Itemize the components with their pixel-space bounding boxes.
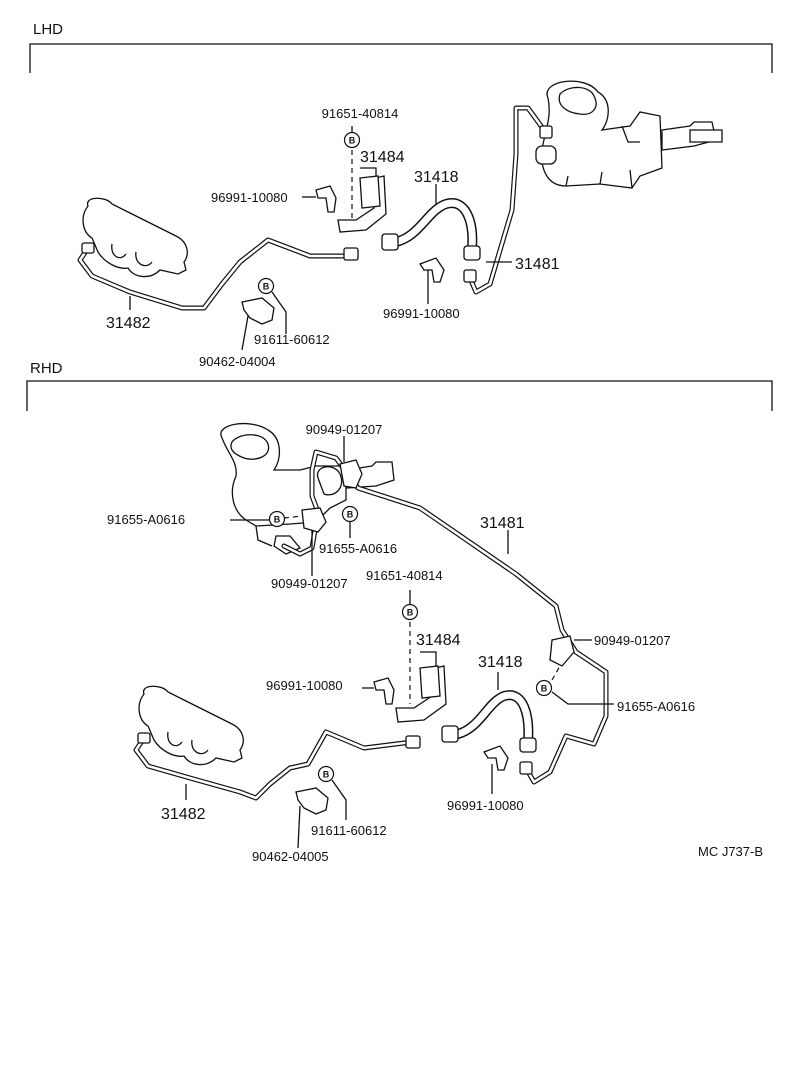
svg-text:B: B <box>407 608 414 618</box>
rhd-label-pipe-left: 31482 <box>161 806 206 823</box>
rhd-clamp <box>295 787 329 815</box>
rhd-section-title: RHD <box>30 360 63 377</box>
lhd-badge-top: B <box>343 131 361 149</box>
svg-text:B: B <box>274 515 281 525</box>
lhd-clutch-release-cylinder <box>82 197 188 278</box>
lhd-label-pipe-right: 31481 <box>515 256 560 273</box>
rhd-clutch-release-cylinder <box>138 685 244 766</box>
lhd-clutch-master-cylinder <box>535 80 723 189</box>
lhd-label-bolt-top: 91651-40814 <box>322 106 399 121</box>
lhd-clip-left <box>315 185 337 213</box>
rhd-label-clip-right: 96991-10080 <box>447 798 524 813</box>
lhd-pipe-fitting-master <box>539 125 553 139</box>
rhd-pipe-fitting-hose <box>519 761 533 775</box>
rhd-clip-right <box>483 745 509 771</box>
rhd-hose-end-left <box>441 725 459 743</box>
rhd-union-top <box>339 459 363 489</box>
rhd-badge-top: B <box>401 603 419 621</box>
rhd-label-clip-left: 96991-10080 <box>266 678 343 693</box>
rhd-label-bolt-left: 91655-A0616 <box>107 512 185 527</box>
rhd-label-pipe-right: 31481 <box>480 515 525 532</box>
rhd-clip-left <box>373 677 395 705</box>
lhd-label-clip-right: 96991-10080 <box>383 306 460 321</box>
rhd-badge-right: B <box>535 679 553 697</box>
svg-text:B: B <box>347 510 354 520</box>
rhd-label-bracket: 31484 <box>416 632 461 649</box>
lhd-clamp <box>241 297 275 325</box>
rhd-hose-end-right <box>519 737 537 753</box>
rhd-pipe-fitting-cylinder <box>137 732 151 744</box>
lhd-label-bracket: 31484 <box>360 149 405 166</box>
rhd-bolt-leader-right <box>551 665 561 681</box>
lhd-label-clip-left: 96991-10080 <box>211 190 288 205</box>
svg-text:B: B <box>349 136 356 146</box>
lhd-section-bracket <box>29 43 773 73</box>
svg-text:B: B <box>541 684 548 694</box>
rhd-label-union-bolt-top: 90949-01207 <box>306 422 383 437</box>
lhd-label-bolt-bottom: 91611-60612 <box>254 332 330 347</box>
rhd-label-bolt-bottom: 91611-60612 <box>311 823 387 838</box>
rhd-label-union-bolt-bottom: 90949-01207 <box>271 576 348 591</box>
lhd-hose-bracket <box>337 175 387 233</box>
rhd-badge-bottom: B <box>317 765 335 783</box>
rhd-bolt-leader-left <box>283 515 303 519</box>
lhd-hose-end-left <box>381 233 399 251</box>
lhd-label-pipe-left: 31482 <box>106 315 151 332</box>
rhd-section-bracket <box>26 380 773 411</box>
rhd-section: RHD <box>26 360 773 864</box>
rhd-union-bottom <box>301 507 327 533</box>
lhd-section: LHD <box>29 21 773 369</box>
rhd-label-hose: 31418 <box>478 654 523 671</box>
lhd-pipe-fitting-hose <box>463 269 477 283</box>
rhd-label-clamp: 90462-04005 <box>252 849 329 864</box>
rhd-badge-center: B <box>341 505 359 523</box>
lhd-section-title: LHD <box>33 21 63 38</box>
figure-code: MC J737-B <box>698 844 763 859</box>
lhd-pipe-fitting-cylinder <box>81 242 95 254</box>
rhd-pipe-fitting-left <box>405 735 421 749</box>
rhd-union-right <box>549 635 575 667</box>
lhd-label-clamp: 90462-04004 <box>199 354 276 369</box>
rhd-badge-left: B <box>268 510 286 528</box>
rhd-label-bolt-top: 91651-40814 <box>366 568 443 583</box>
lhd-clip-right <box>419 257 445 283</box>
rhd-label-bolt-center: 91655-A0616 <box>319 541 397 556</box>
svg-text:B: B <box>323 770 330 780</box>
rhd-label-union-bolt-right: 90949-01207 <box>594 633 671 648</box>
lhd-hose-end-right <box>463 245 481 261</box>
rhd-hose-bracket <box>395 665 447 723</box>
rhd-label-bolt-right: 91655-A0616 <box>617 699 695 714</box>
lhd-badge-bottom: B <box>257 277 275 295</box>
lhd-pipe-fitting-left <box>343 247 359 261</box>
svg-text:B: B <box>263 282 270 292</box>
lhd-label-hose: 31418 <box>414 169 459 186</box>
